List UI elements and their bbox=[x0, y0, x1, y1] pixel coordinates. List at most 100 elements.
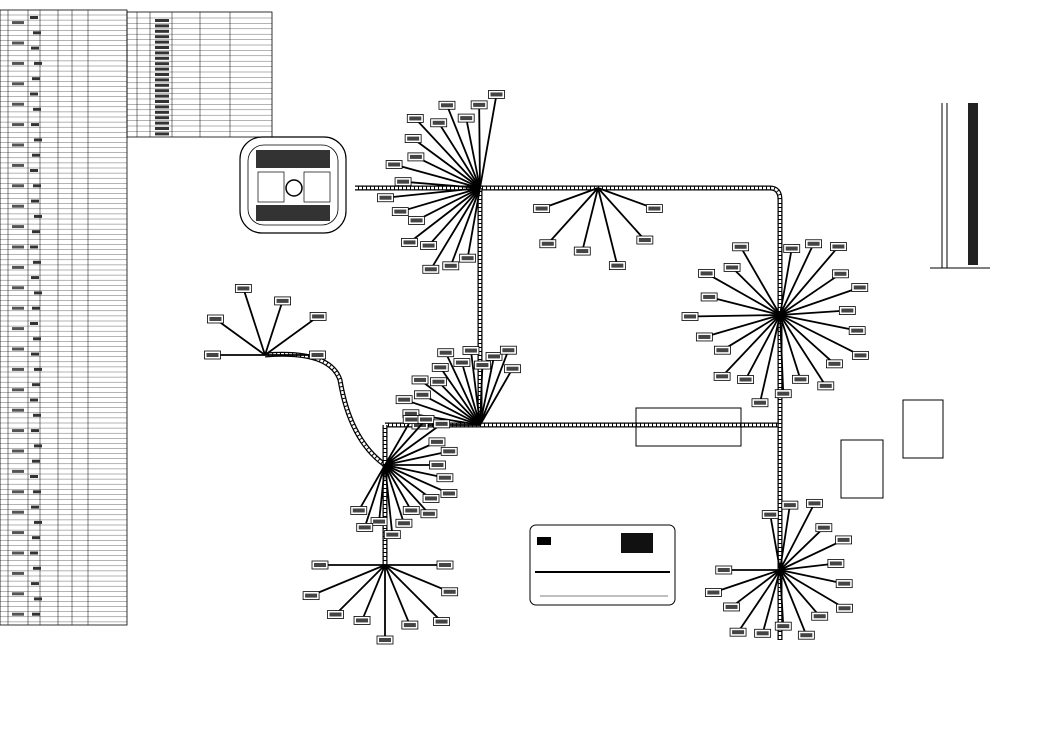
harness-branch bbox=[779, 248, 793, 316]
table-cell-text bbox=[155, 19, 169, 22]
connector-pins bbox=[638, 238, 651, 243]
connector-pins bbox=[352, 508, 365, 513]
connector-pins bbox=[813, 614, 826, 619]
harness-branch bbox=[779, 562, 836, 571]
connector-pins bbox=[311, 353, 324, 357]
harness-branch bbox=[479, 94, 498, 189]
harness-branch bbox=[361, 564, 386, 621]
table-cell-text bbox=[12, 102, 24, 106]
harness-branch bbox=[779, 286, 861, 316]
table-cell-text bbox=[155, 51, 169, 55]
table-cell-text bbox=[31, 505, 39, 509]
connector-pins bbox=[785, 246, 798, 251]
harness-branch bbox=[739, 246, 781, 316]
connector-pins bbox=[717, 568, 730, 572]
connector-pins bbox=[611, 263, 624, 268]
table-cell-text bbox=[33, 566, 41, 570]
harness-branch bbox=[721, 314, 781, 351]
harness-branch bbox=[479, 349, 510, 426]
harness-branch bbox=[479, 365, 484, 426]
connector-pins bbox=[764, 512, 777, 517]
table-cell-text bbox=[12, 469, 24, 473]
connector-pins bbox=[404, 411, 417, 416]
table-cell-text bbox=[12, 551, 24, 555]
harness-branch bbox=[264, 300, 284, 356]
connector-pins bbox=[703, 294, 716, 299]
harness-branch bbox=[706, 272, 781, 316]
connector-pins bbox=[405, 508, 418, 513]
harness-branch bbox=[779, 504, 791, 571]
connector-pins bbox=[739, 377, 752, 382]
ecu-connector-drawing bbox=[239, 136, 347, 234]
harness-branch bbox=[597, 187, 655, 210]
table-cell-text bbox=[33, 107, 41, 111]
connector-pins bbox=[312, 314, 325, 319]
table-cell-text bbox=[155, 56, 169, 60]
harness-branch bbox=[384, 464, 413, 511]
table-cell-text bbox=[30, 92, 38, 96]
harness-branch bbox=[541, 187, 599, 210]
table-cell-text bbox=[12, 225, 24, 229]
harness-branch bbox=[470, 350, 481, 426]
table-cell-text bbox=[32, 230, 40, 234]
table-cell-text bbox=[155, 105, 169, 109]
harness-branch bbox=[384, 423, 443, 466]
connector-pins bbox=[783, 503, 796, 508]
harness-branch bbox=[779, 314, 861, 357]
harness-branch bbox=[310, 564, 386, 597]
harness-branch bbox=[479, 356, 495, 426]
harness-branch bbox=[779, 245, 840, 316]
table-cell-text bbox=[31, 352, 39, 356]
connector-pins bbox=[476, 363, 489, 368]
connector-pins bbox=[488, 354, 501, 359]
connector-pins bbox=[841, 308, 854, 313]
harness-branch bbox=[547, 187, 599, 245]
upper-parts-table bbox=[126, 11, 273, 138]
connector-pins bbox=[439, 563, 451, 567]
note-box bbox=[529, 524, 676, 606]
connector-pins bbox=[684, 314, 697, 319]
connector-pins bbox=[403, 240, 416, 245]
connector-pins bbox=[716, 348, 729, 353]
connector-pins bbox=[834, 271, 847, 276]
table-cell-text bbox=[12, 82, 24, 86]
table-cell-text bbox=[33, 490, 41, 494]
harness-branch bbox=[779, 243, 815, 316]
table-cell-text bbox=[12, 510, 24, 514]
harness-branch bbox=[384, 464, 394, 535]
connector-pins bbox=[373, 519, 386, 524]
harness-branch bbox=[384, 464, 446, 479]
connector-pins bbox=[832, 244, 845, 249]
harness-branch bbox=[779, 569, 785, 627]
table-cell-text bbox=[155, 46, 169, 49]
connector-pins bbox=[443, 589, 456, 594]
harness-branch bbox=[415, 156, 481, 189]
harness-branch bbox=[461, 362, 481, 426]
harness-branch bbox=[384, 464, 432, 500]
table-cell-text bbox=[12, 327, 24, 331]
connector-pins bbox=[716, 374, 729, 379]
harness-branch bbox=[214, 318, 266, 356]
table-cell-text bbox=[30, 169, 38, 172]
connector-pins bbox=[807, 241, 820, 246]
connector-pins bbox=[422, 243, 435, 248]
connector-pins bbox=[753, 400, 766, 405]
harness-branch bbox=[334, 564, 386, 616]
table-cell-text bbox=[12, 531, 24, 535]
harness-branch bbox=[731, 266, 781, 316]
harness-branch bbox=[384, 418, 427, 466]
table-cell-text bbox=[34, 61, 42, 65]
connector-pins bbox=[707, 590, 720, 595]
table-cell-text bbox=[155, 94, 169, 98]
table-cell-text bbox=[34, 520, 42, 524]
connector-pins bbox=[388, 162, 401, 167]
connector-pins bbox=[356, 618, 369, 623]
fuse-block-drawing bbox=[635, 399, 944, 499]
connector-pins bbox=[648, 206, 661, 211]
table-cell-text bbox=[155, 40, 169, 44]
connector-pins bbox=[407, 136, 420, 141]
harness-branch bbox=[384, 464, 430, 515]
harness-branch bbox=[414, 117, 481, 189]
harness-branch bbox=[779, 539, 844, 571]
table-cell-text bbox=[12, 21, 24, 25]
